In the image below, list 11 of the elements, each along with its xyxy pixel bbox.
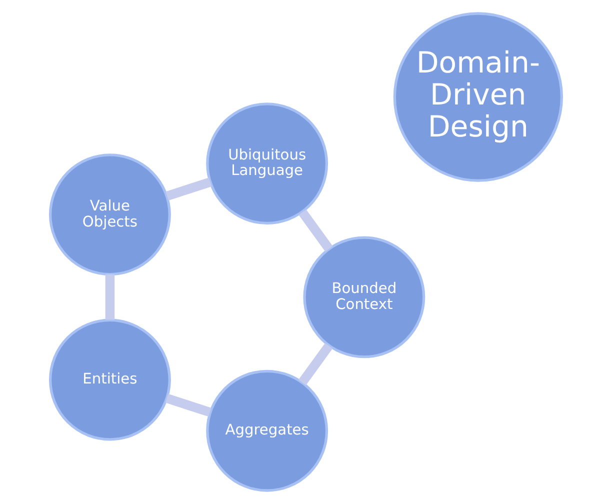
connector [105,274,115,320]
node-circle: Ubiquitous Language [206,102,328,225]
node-circle: Bounded Context [303,236,426,358]
node-circle: Aggregates [206,370,328,492]
connector [298,209,333,252]
connector [298,343,333,386]
node-circle: Value Objects [48,154,171,276]
connector [166,178,212,200]
node-circle: Entities [48,318,171,441]
connector [165,394,212,417]
node-circle: Domain-Driven Design [393,12,564,182]
